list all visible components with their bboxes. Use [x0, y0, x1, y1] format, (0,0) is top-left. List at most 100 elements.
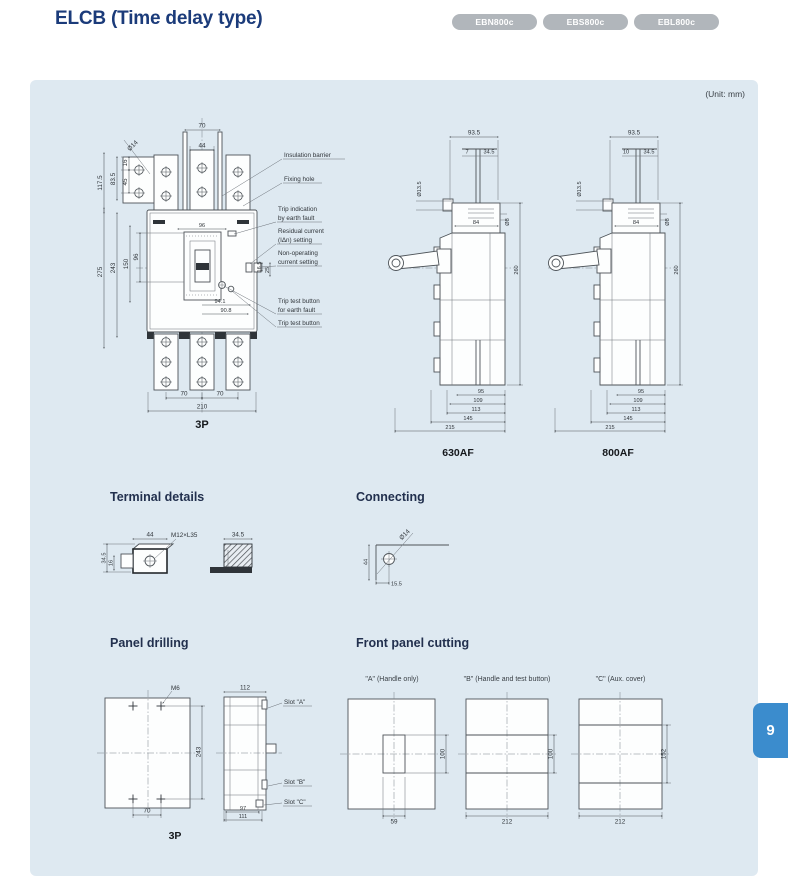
fv-dim-94-1: 94.1	[215, 299, 226, 305]
sv630-dim-113: 113	[472, 407, 481, 413]
td-dim-34-5-left: 34.5	[102, 553, 108, 564]
sv630-dia-13-5: Ø13.5	[417, 181, 423, 196]
page-title: ELCB (Time delay type)	[55, 8, 263, 29]
sv800-dim-handle: 10	[623, 150, 629, 156]
fpc-b-dim-h: 100	[548, 748, 555, 759]
cn-dia-14: Ø14	[398, 528, 412, 542]
side-view-geometry-800af	[548, 137, 683, 433]
td-dim-34-5-right: 34.5	[232, 532, 245, 539]
panel-drilling-drawing: M6 243 70 112 Slot "A" Slot "B" Slot "C"…	[97, 685, 312, 822]
sv630-dim-84: 84	[473, 220, 479, 226]
fpc-fig-c-caption: "C" (Aux. cover)	[595, 676, 646, 683]
front-view-caption: 3P	[195, 419, 209, 431]
page-number-tab[interactable]: 9	[753, 703, 788, 758]
sv630-dim-260: 260	[514, 265, 520, 274]
sv800-dim-145: 145	[623, 416, 632, 422]
sv630-dim-95: 95	[478, 389, 484, 395]
fpc-fig-b-caption: "B" (Handle and test button)	[463, 676, 551, 683]
model-chip-ebn800c[interactable]: EBN800c	[452, 14, 537, 30]
fv-dia-14: Ø14	[126, 139, 140, 153]
fpc-fig-a-caption: "A" (Handle only)	[365, 676, 419, 683]
fv-label-insulation-barrier: Insulation barrier	[284, 152, 331, 159]
fv-dim-117-5: 117.5	[97, 175, 104, 191]
terminal-details-heading: Terminal details	[110, 490, 205, 504]
side-view-800af-caption: 800AF	[602, 447, 634, 459]
fv-label-residual-2: (IΔn) setting	[278, 237, 312, 244]
sv800-dim-109: 109	[633, 398, 642, 404]
fv-dim-70-right: 70	[216, 391, 224, 398]
pd-slot-b-label: Slot "B"	[284, 779, 305, 786]
connecting-heading: Connecting	[356, 490, 425, 504]
fv-dim-70-left: 70	[180, 391, 188, 398]
fv-dim-44: 44	[198, 143, 206, 150]
fv-dim-83-5: 83.5	[110, 172, 117, 185]
fv-dim-face-96: 96	[199, 223, 205, 229]
terminal-details-drawing: 44 M12×L35 34.5 16 34.5	[102, 532, 254, 574]
fv-label-trip-test-earth-2: for earth fault	[278, 307, 315, 314]
td-dim-16: 16	[109, 560, 115, 566]
sv800-dim-113: 113	[632, 407, 641, 413]
sv630-dim-handle: 7	[465, 150, 468, 156]
sv630-dim-34-5: 34.5	[484, 150, 495, 156]
side-view-630af-dims: 93.5 7 34.5 Ø13.5 84 Ø8 260 95 109 113 1…	[417, 130, 520, 432]
side-view-800af-dims: 93.5 10 34.5 Ø13.5 84 Ø8 260 95 109 113 …	[577, 130, 680, 432]
fv-label-trip-test-earth-1: Trip test button	[278, 298, 320, 305]
fv-dim-45: 45	[122, 178, 129, 186]
td-screw-label: M12×L35	[171, 532, 198, 539]
model-chip-ebs800c[interactable]: EBS800c	[543, 14, 628, 30]
fv-dim-16: 16	[122, 159, 129, 167]
sv800-dia-8: Ø8	[665, 218, 671, 225]
sv800-dia-13-5: Ø13.5	[577, 181, 583, 196]
fpc-c-dim-w: 212	[615, 819, 626, 826]
panel-drilling-heading: Panel drilling	[110, 636, 189, 650]
td-dim-44: 44	[146, 532, 154, 539]
cn-dim-44: 44	[364, 559, 370, 565]
sv630-dim-215: 215	[445, 425, 454, 431]
pd-dim-111: 111	[239, 814, 248, 820]
fv-dim-243: 243	[110, 262, 117, 273]
pd-slot-a-label: Slot "A"	[284, 699, 305, 706]
sv630-dim-93-5: 93.5	[468, 130, 481, 137]
fpc-c-dim-h: 152	[661, 748, 668, 759]
fv-label-trip-indication-2: by earth fault	[278, 215, 315, 222]
fpc-a-dim-w: 59	[390, 819, 398, 826]
sv800-dim-215: 215	[605, 425, 614, 431]
sv800-dim-95: 95	[638, 389, 644, 395]
fv-dim-25: 25	[265, 267, 271, 273]
fv-label-trip-indication-1: Trip indication	[278, 206, 317, 213]
model-chip-ebl800c[interactable]: EBL800c	[634, 14, 719, 30]
front-panel-cutting-heading: Front panel cutting	[356, 636, 470, 650]
front-panel-cutting-drawing: 100 59 100 212 152 212	[340, 692, 671, 826]
fpc-b-dim-w: 212	[502, 819, 513, 826]
fv-callouts: Insulation barrier Fixing hole Trip indi…	[221, 152, 345, 328]
fv-label-residual-1: Residual current	[278, 228, 324, 235]
panel-drilling-caption: 3P	[168, 830, 182, 842]
fv-dim-70-top: 70	[198, 123, 206, 130]
fv-label-fixing-hole: Fixing hole	[284, 176, 315, 183]
sv800-dim-93-5: 93.5	[628, 130, 641, 137]
fv-label-non-operating-1: Non-operating	[278, 250, 318, 257]
fpc-a-dim-h: 100	[440, 748, 447, 759]
fv-label-trip-test: Trip test button	[278, 320, 320, 327]
connecting-drawing: Ø14 44 15.5	[364, 528, 449, 588]
pd-dim-70: 70	[143, 808, 151, 815]
cn-dim-15-5: 15.5	[391, 582, 402, 588]
fv-dim-150: 150	[123, 258, 130, 269]
fv-dim-96: 96	[133, 253, 140, 261]
side-view-geometry-630af	[388, 136, 523, 433]
sv800-dim-84: 84	[633, 220, 639, 226]
pd-m6-label: M6	[171, 685, 180, 692]
sv800-dim-34-5: 34.5	[644, 150, 655, 156]
sv800-dim-260: 260	[674, 265, 680, 274]
pd-dim-97: 97	[240, 806, 246, 812]
sv630-dia-8: Ø8	[505, 218, 511, 225]
sv630-dim-109: 109	[473, 398, 482, 404]
fv-dim-275: 275	[97, 266, 104, 277]
pd-slot-c-label: Slot "C"	[284, 799, 306, 806]
front-view-3p: 70 44 Ø14 16 45 83.5 117.5 96 150 243 27…	[97, 118, 345, 414]
side-view-630af-caption: 630AF	[442, 447, 474, 459]
sv630-dim-145: 145	[463, 416, 472, 422]
fv-label-non-operating-2: current setting	[278, 259, 318, 266]
pd-dim-243: 243	[196, 746, 203, 757]
